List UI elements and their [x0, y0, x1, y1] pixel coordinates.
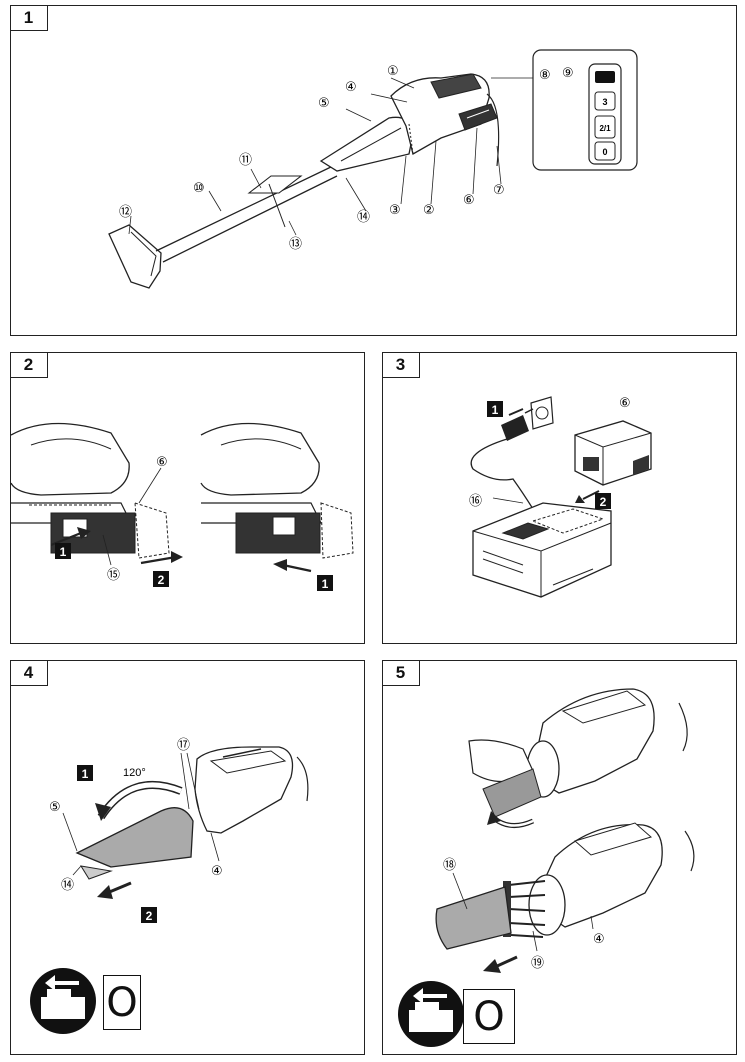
callout-4: ④ — [211, 864, 223, 879]
filter-cleaning-diagram: ⑱ ⑲ ④ — [398, 688, 695, 1047]
callout-8: ⑧ — [539, 68, 551, 83]
switch-position-0: 0 — [602, 147, 607, 157]
step-marker-2: 2 — [600, 495, 607, 509]
callout-7: ⑦ — [493, 183, 505, 198]
eject-tool-icon — [398, 981, 464, 1047]
panel-4: 4 1 2 120° ⑰ ⑤ ⑭ ④ — [10, 660, 365, 1055]
charging-diagram: 1 2 ⑥ ⑯ — [469, 396, 652, 598]
step-marker-2: 2 — [158, 573, 165, 587]
callout-1: ① — [387, 64, 399, 79]
callout-11: ⑪ — [239, 153, 252, 168]
panel-number: 2 — [11, 353, 48, 378]
callout-2: ② — [423, 203, 435, 218]
panel-number: 1 — [11, 6, 48, 31]
callout-5: ⑤ — [49, 800, 61, 815]
switch-position-3: 3 — [602, 97, 607, 107]
callout-10: ⑩ — [193, 181, 205, 196]
step-marker-2: 2 — [146, 909, 153, 923]
switch-position-2-1: 2/1 — [599, 124, 611, 133]
callout-6: ⑥ — [156, 455, 168, 470]
panel-number: 3 — [383, 353, 420, 378]
callout-16: ⑯ — [469, 494, 482, 509]
panel-2: 2 1 2 1 ⑥ ⑮ — [10, 352, 365, 644]
callout-6: ⑥ — [463, 193, 475, 208]
panel-number: 4 — [11, 661, 48, 686]
battery-removal-diagram: 1 2 1 ⑥ ⑮ — [11, 422, 354, 591]
vacuum-overview-diagram: 3 2/1 0 ① ④ ⑤ ⑧ ⑨ ⑪ ⑩ ⑫ ⑬ ⑭ ③ ② ⑥ ⑦ — [108, 49, 638, 289]
switch-off-symbol: O — [463, 989, 515, 1044]
callout-13: ⑬ — [289, 237, 302, 252]
callout-9: ⑨ — [562, 66, 574, 81]
eject-tool-icon — [30, 968, 96, 1034]
callout-3: ③ — [389, 203, 401, 218]
callout-18: ⑱ — [443, 858, 456, 873]
dust-cup-removal-diagram: 1 2 120° ⑰ ⑤ ⑭ ④ — [30, 738, 309, 1034]
callout-4: ④ — [345, 80, 357, 95]
panel-5: 5 ⑱ ⑲ ④ — [382, 660, 737, 1055]
callout-6: ⑥ — [619, 396, 631, 411]
angle-label: 120° — [123, 767, 146, 779]
step-marker-1: 1 — [82, 767, 89, 781]
callout-12: ⑫ — [119, 205, 132, 220]
callout-17: ⑰ — [177, 738, 190, 753]
step-marker-1: 1 — [60, 545, 67, 559]
callout-14: ⑭ — [357, 210, 370, 225]
callout-19: ⑲ — [531, 956, 544, 971]
callout-4: ④ — [593, 932, 605, 947]
switch-off-symbol: O — [103, 975, 141, 1030]
callout-15: ⑮ — [107, 568, 120, 583]
step-marker-1: 1 — [322, 577, 329, 591]
panel-3: 3 1 2 ⑥ ⑯ — [382, 352, 737, 644]
step-marker-1: 1 — [492, 403, 499, 417]
callout-14: ⑭ — [61, 878, 74, 893]
panel-number: 5 — [383, 661, 420, 686]
callout-5: ⑤ — [318, 96, 330, 111]
panel-1: 1 3 2/1 0 — [10, 5, 737, 336]
